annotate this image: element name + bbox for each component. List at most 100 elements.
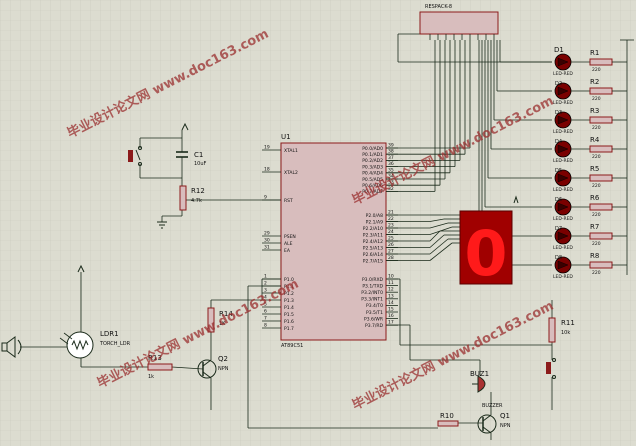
mcu-pin-name: P1.6 (284, 319, 294, 325)
resistor-r5[interactable]: R5 220 (571, 165, 627, 189)
mcu-pin-number: 22 (388, 216, 394, 222)
led-part: LED-RED (553, 187, 573, 193)
mcu-pin-name: ALE (284, 241, 293, 247)
ground-symbol (157, 221, 167, 229)
r11-ref: R11 (561, 319, 575, 327)
mcu-pin-number: 16 (388, 313, 394, 319)
mcu-pin-number: 12 (388, 287, 394, 293)
reset-button[interactable] (128, 146, 142, 166)
mcu-pin-name: P1.0 (284, 277, 294, 283)
resistor-r6[interactable]: R6 220 (571, 194, 627, 218)
led-part: LED-RED (553, 245, 573, 251)
r12-value: 4.7k (191, 198, 202, 204)
mcu-pin-name: P3.7/RD (365, 323, 384, 329)
buzzer-buz1[interactable]: BUZ1 BUZZER (470, 370, 503, 409)
reset-button-2[interactable] (546, 358, 556, 379)
mcu-pin-number: 26 (388, 242, 394, 248)
mcu-pin-number: 33 (388, 180, 394, 186)
mcu-pin-name: P1.1 (284, 284, 294, 290)
resistor-r4[interactable]: R4 220 (571, 136, 627, 160)
mcu-pin-number: 38 (388, 149, 394, 155)
resistor-r8[interactable]: R8 220 (571, 252, 627, 276)
mcu-pin-name: PSEN (284, 234, 296, 240)
led-part: LED-RED (553, 274, 573, 280)
r10-ref: R10 (440, 412, 454, 420)
mcu-pin-name: P0.5/AD5 (362, 177, 383, 183)
mcu-pin-name: P3.1/TXD (362, 283, 383, 289)
mcu-pin-name: P1.5 (284, 312, 294, 318)
q1-ref: Q1 (500, 412, 510, 420)
mcu-pin-number: 10 (388, 274, 394, 280)
ldr-sensor[interactable]: LDR1 TORCH_LDR (59, 330, 131, 359)
r13-ref: R13 (148, 354, 162, 362)
mcu-pin-name: P2.3/A11 (363, 232, 383, 238)
resistor-ref: R5 (590, 165, 599, 173)
seven-segment-display[interactable]: 0 (459, 195, 519, 290)
mcu-u1[interactable]: U1 AT89C51 19XTAL118XTAL29RST29PSEN30ALE… (262, 133, 398, 349)
mcu-pin-number: 11 (388, 280, 394, 286)
mcu-pin-number: 15 (388, 307, 394, 313)
mcu-body (280, 142, 387, 341)
mcu-pin-number: 19 (264, 145, 270, 151)
resistor-r13[interactable]: R13 1k (147, 354, 173, 380)
mcu-pin-name: P2.0/A8 (366, 213, 383, 219)
mcu-pin-number: 6 (264, 309, 267, 315)
led-part: LED-RED (553, 158, 573, 164)
resistor-r11[interactable]: R11 10k (548, 317, 575, 343)
transistor-q1[interactable]: Q1 NPN (477, 412, 511, 434)
r14-value: 1K (219, 321, 226, 327)
resistor-value: 220 (592, 270, 601, 276)
mcu-pin-number: 8 (264, 323, 267, 329)
mcu-pin-number: 18 (264, 167, 270, 173)
mcu-pin-number: 32 (388, 186, 394, 192)
led-part: LED-RED (553, 100, 573, 106)
ldr1-part: TORCH_LDR (99, 341, 131, 347)
resistor-r12[interactable]: R12 4.7k (179, 185, 205, 211)
capacitor-c1[interactable]: C1 10uF (176, 151, 207, 167)
led-ref: D3 (555, 110, 562, 116)
c1-value: 10uF (194, 161, 207, 167)
led-ref: D8 (555, 255, 562, 261)
mcu-pin-name: P3.5/T1 (366, 310, 383, 316)
led-ref: D6 (555, 197, 562, 203)
mcu-pin-number: 37 (388, 155, 394, 161)
mcu-pin-name: P0.7/AD7 (362, 189, 383, 195)
r12-ref: R12 (191, 187, 205, 195)
resistor-ref: R6 (590, 194, 600, 202)
resistor-value: 220 (592, 212, 601, 218)
resistor-ref: R4 (590, 136, 600, 144)
mcu-pin-name: P3.3/INT1 (361, 297, 383, 303)
led-column: D1LED-REDR1220D2LED-REDR2220D3LED-REDR32… (553, 46, 627, 280)
resistor-value: 220 (592, 183, 601, 189)
r11-value: 10k (561, 330, 570, 336)
q1-type: NPN (500, 423, 511, 429)
resistor-r10[interactable]: R10 (437, 412, 459, 427)
resistor-ref: R8 (590, 252, 599, 260)
resistor-pack[interactable]: RESPACK-8 (419, 4, 499, 40)
resistor-value: 220 (592, 154, 601, 160)
buz1-part: BUZZER (482, 403, 503, 409)
resistor-r14[interactable]: R14 1K (207, 307, 233, 333)
transistor-q2[interactable]: Q2 NPN (197, 355, 229, 379)
resistor-pack-pins (429, 34, 495, 40)
resistor-value: 220 (592, 67, 601, 73)
q2-ref: Q2 (218, 355, 228, 363)
mcu-pin-number: 4 (264, 295, 267, 301)
resistor-pack-label: RESPACK-8 (425, 4, 452, 10)
mcu-pin-number: 24 (388, 229, 394, 235)
mcu-pin-number: 3 (264, 288, 267, 294)
seven-segment-digit: 0 (464, 217, 507, 290)
resistor-value: 220 (592, 96, 601, 102)
